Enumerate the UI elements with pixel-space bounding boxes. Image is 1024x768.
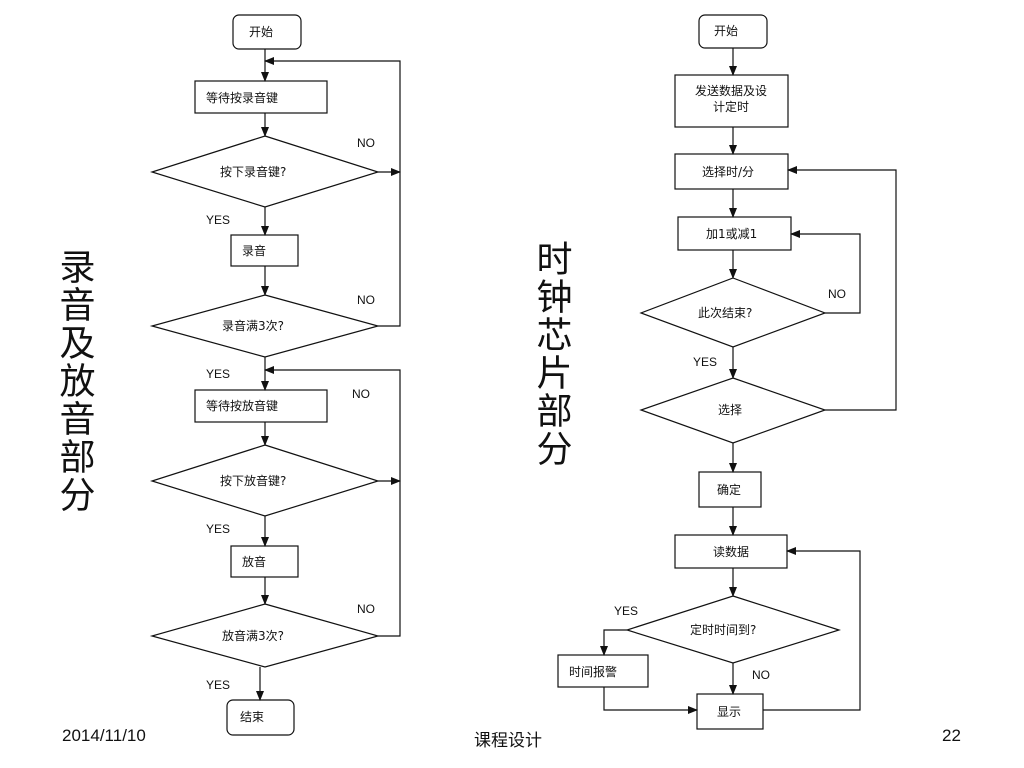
left-wait-record-node	[194, 80, 328, 114]
right-display-label: 显示	[717, 705, 741, 719]
left-no-label-2: NO	[357, 293, 375, 307]
right-yes-done-label: YES	[693, 355, 717, 369]
right-alarm-display	[603, 687, 698, 714]
left-record-label: 录音	[242, 243, 266, 258]
right-select-hm-label: 选择时/分	[702, 165, 754, 179]
left-yes-label-2: YES	[206, 367, 230, 381]
left-no-label-3: NO	[352, 387, 370, 401]
left-start-label: 开始	[249, 25, 273, 39]
left-no-label-4: NO	[357, 602, 375, 616]
right-send-label: 发送数据及设计定时	[695, 83, 767, 114]
right-read-label: 读数据	[713, 544, 749, 559]
left-loop-lower-line	[264, 366, 401, 637]
right-confirm-label: 确定	[717, 482, 741, 497]
left-section-title: 录音及放音部分	[54, 248, 96, 514]
right-timer-yes-alarm	[600, 629, 627, 656]
left-yes-label-1: YES	[206, 213, 230, 227]
right-timer-label: 定时时间到?	[690, 622, 756, 637]
right-done-no-loop	[790, 230, 861, 314]
left-play-label: 放音	[242, 554, 266, 569]
right-read-node	[674, 534, 788, 569]
right-no-timer-label: NO	[752, 668, 770, 682]
right-yes-timer-label: YES	[614, 604, 638, 618]
left-record-3-label: 录音满3次?	[222, 318, 284, 333]
right-alarm-node	[557, 654, 649, 688]
right-start-label: 开始	[714, 24, 738, 38]
left-play-3-label: 放音满3次?	[222, 628, 284, 643]
left-wait-record-label: 等待按录音键	[206, 90, 278, 105]
left-play-node	[230, 545, 299, 578]
left-wait-play-label: 等待按放音键	[206, 398, 278, 413]
right-done-label: 此次结束?	[698, 306, 752, 320]
right-no-done-label: NO	[828, 287, 846, 301]
left-start-node	[232, 14, 302, 50]
left-loop-upper-line	[264, 57, 401, 327]
footer-page-number: 22	[942, 726, 961, 745]
right-send-node	[674, 74, 789, 128]
right-display-node	[696, 693, 764, 730]
left-press-record-label: 按下录音键?	[220, 164, 286, 179]
left-yes-label-4: YES	[206, 678, 230, 692]
footer-date: 2014/11/10	[62, 726, 146, 745]
right-select-loop	[787, 166, 897, 411]
right-confirm-node	[698, 471, 762, 508]
left-yes-label-3: YES	[206, 522, 230, 536]
left-no-label-1: NO	[357, 136, 375, 150]
left-end-label: 结束	[240, 710, 264, 724]
right-flowchart	[557, 14, 897, 730]
right-select-label: 选择	[718, 403, 742, 417]
right-alarm-label: 时间报警	[569, 664, 617, 679]
right-display-loop	[763, 547, 861, 711]
right-section-title: 时钟芯片部分	[531, 240, 572, 468]
footer-course: 课程设计	[474, 731, 542, 751]
right-plus-minus-label: 加1或减1	[706, 227, 757, 241]
left-flowchart	[149, 14, 401, 736]
left-press-play-label: 按下放音键?	[220, 473, 286, 488]
left-play-3-node	[149, 603, 381, 668]
